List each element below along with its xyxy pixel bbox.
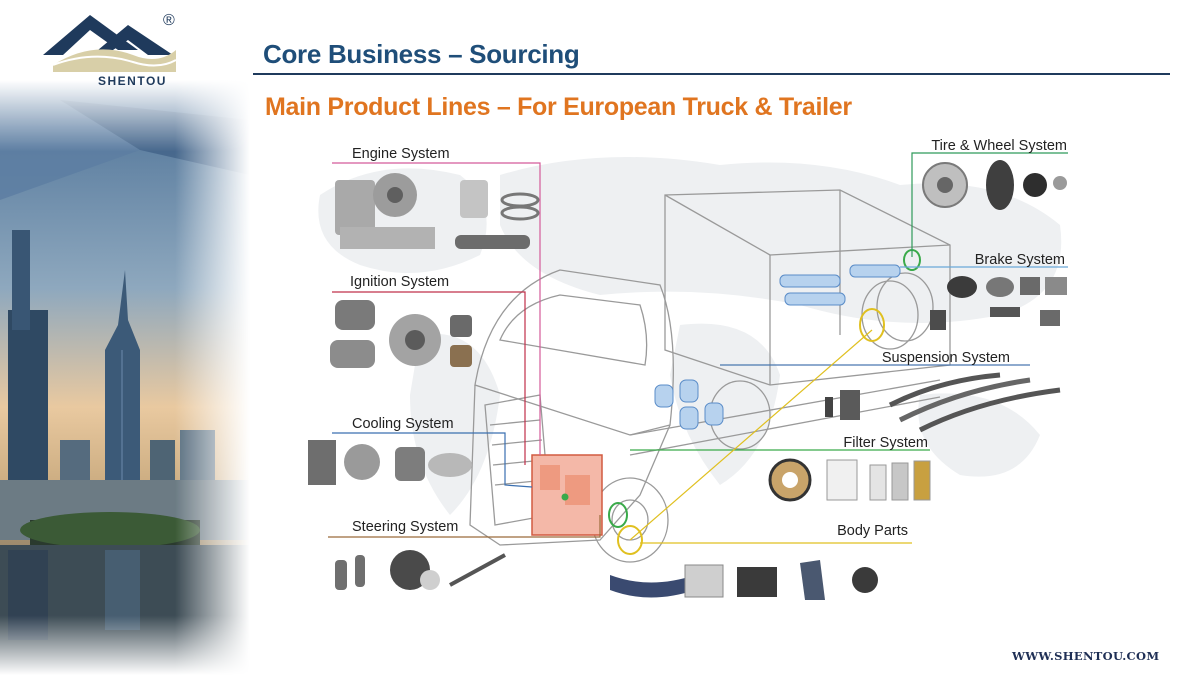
brake-parts-images xyxy=(930,276,1067,330)
filter-parts-images xyxy=(768,458,931,502)
title-divider xyxy=(253,73,1170,75)
truck-parts-diagram: Engine System Ignition System Cooling Sy… xyxy=(308,138,1068,600)
callout-lines xyxy=(328,152,1068,544)
label-tire-wheel-system: Tire & Wheel System xyxy=(931,138,1067,154)
ignition-parts-images xyxy=(330,300,472,368)
brake-highlight xyxy=(617,308,885,555)
registered-mark: ® xyxy=(163,12,175,29)
steering-parts-images xyxy=(335,550,506,590)
slide-title: Core Business – Sourcing xyxy=(263,39,580,69)
cooling-parts-images xyxy=(308,440,472,485)
cityscape-photo xyxy=(0,80,250,675)
label-ignition-system: Ignition System xyxy=(350,274,449,290)
label-suspension-system: Suspension System xyxy=(882,350,1010,366)
label-filter-system: Filter System xyxy=(843,435,928,451)
body-parts-images xyxy=(610,560,878,600)
engine-highlight xyxy=(531,454,603,536)
label-engine-system: Engine System xyxy=(352,146,450,162)
label-brake-system: Brake System xyxy=(975,252,1065,268)
label-steering-system: Steering System xyxy=(352,519,458,535)
engine-parts-images xyxy=(335,173,540,249)
label-body-parts: Body Parts xyxy=(837,523,908,539)
label-cooling-system: Cooling System xyxy=(352,416,454,432)
website-url[interactable]: WWW.SHENTOU.COM xyxy=(1012,649,1160,663)
tire-wheel-images xyxy=(922,160,1067,210)
slide-subtitle: Main Product Lines – For European Truck … xyxy=(265,93,852,121)
shentou-logo xyxy=(43,15,177,72)
suspension-highlight xyxy=(654,264,901,430)
logo-wordmark: SHENTOU xyxy=(98,74,167,88)
suspension-parts-images xyxy=(825,372,1061,433)
